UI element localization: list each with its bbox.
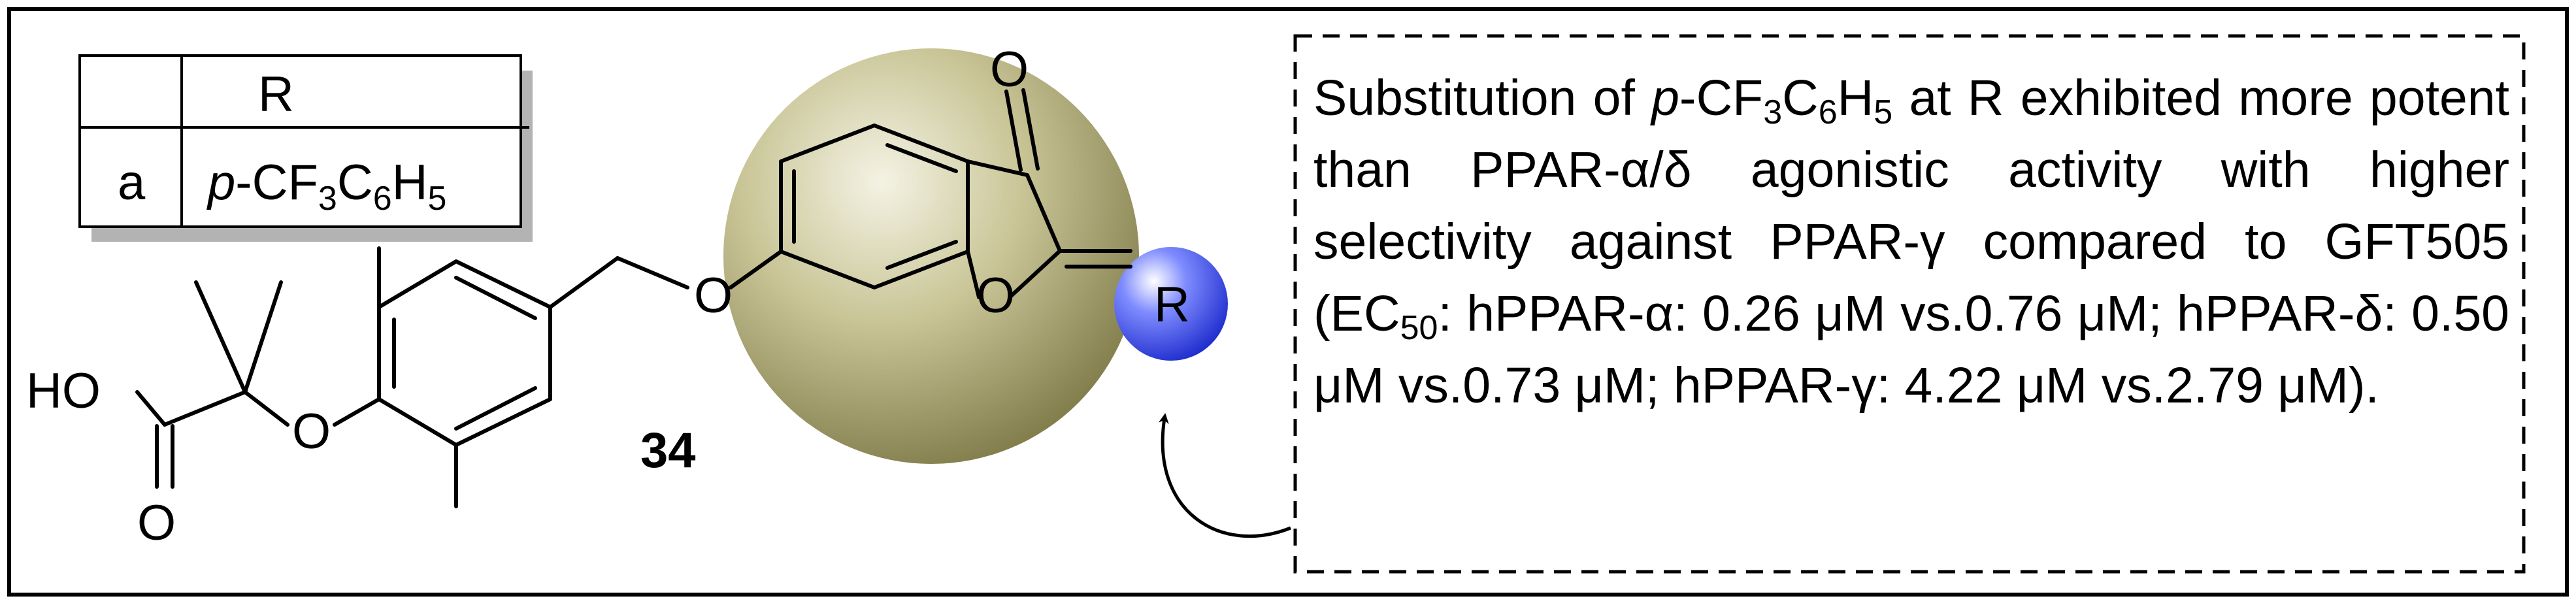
atom-acid-carbonyl-oxygen: O bbox=[137, 495, 176, 551]
table-row-label: a bbox=[118, 155, 146, 210]
atom-ether-oxygen: O bbox=[694, 268, 733, 323]
atom-r-group: R bbox=[1154, 277, 1190, 333]
table-body bbox=[78, 54, 522, 228]
r-group-sphere bbox=[1114, 247, 1228, 361]
scaffold-sphere bbox=[723, 48, 1139, 464]
curved-arrow bbox=[1158, 413, 1291, 538]
substituent-table: R a p-CF3C6H5 bbox=[78, 54, 533, 242]
table-row-value: p-CF3C6H5 bbox=[206, 155, 446, 218]
compound-number: 34 bbox=[640, 423, 696, 478]
molecule-bonds bbox=[135, 88, 1132, 508]
atom-furan-oxygen: O bbox=[976, 268, 1015, 323]
atom-carbonyl-oxygen: O bbox=[990, 42, 1029, 97]
table-header-r: R bbox=[258, 67, 294, 122]
atom-acid-hydroxyl: HO bbox=[26, 363, 101, 419]
note-box bbox=[1293, 34, 2526, 574]
atom-aryl-ether-oxygen: O bbox=[292, 404, 331, 459]
activity-note: Substitution of p-CF3C6H5 at R exhibited… bbox=[1313, 70, 2510, 414]
outer-frame bbox=[7, 7, 2569, 597]
